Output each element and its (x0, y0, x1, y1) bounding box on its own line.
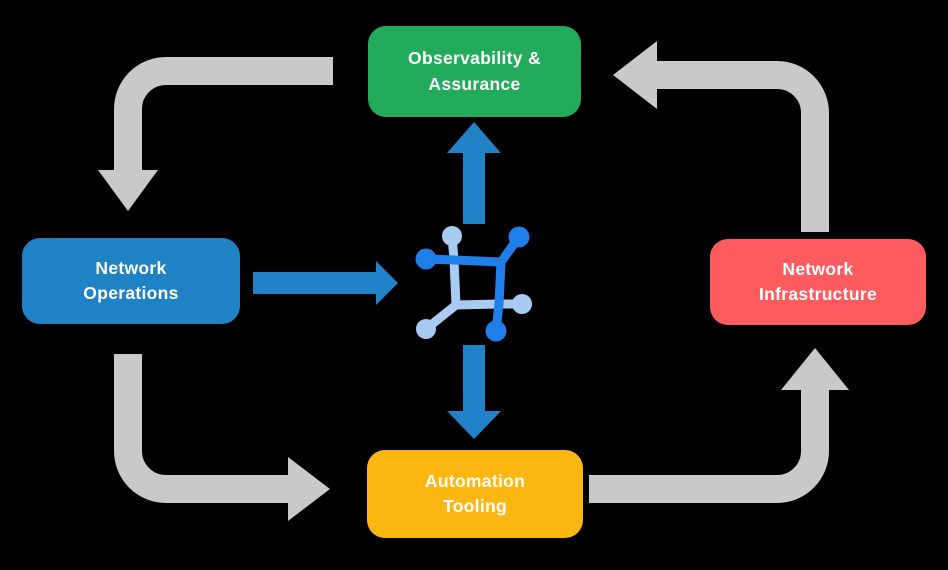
arrow-automation-to-infrastructure (589, 348, 849, 503)
node-automation-tooling: Automation Tooling (367, 450, 583, 538)
network-mesh-icon (415, 226, 532, 342)
arrow-center-to-automation (447, 345, 501, 439)
node-network-infrastructure: Network Infrastructure (710, 239, 926, 325)
node-network-operations: Network Operations (22, 238, 240, 324)
node-observability-assurance: Observability & Assurance (368, 26, 581, 117)
arrow-operations-to-center (253, 261, 398, 305)
arrow-observability-to-operations (98, 57, 333, 211)
arrow-center-to-observability (447, 122, 501, 224)
arrow-infrastructure-to-observability (613, 41, 829, 232)
arrow-operations-to-automation (114, 354, 330, 521)
